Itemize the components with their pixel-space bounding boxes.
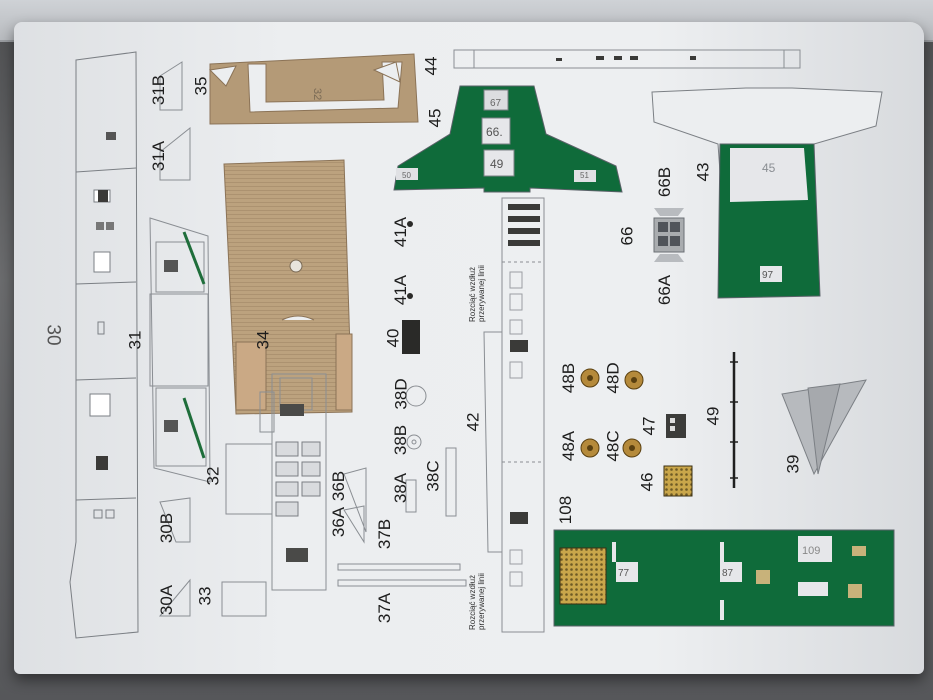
label-66B: 66B bbox=[655, 166, 675, 198]
part-38C bbox=[445, 447, 457, 517]
part-46 bbox=[663, 465, 693, 497]
mark-49: 49 bbox=[490, 157, 504, 171]
label-38D: 38D bbox=[391, 378, 411, 410]
part-32-bridge bbox=[225, 373, 327, 591]
label-39: 39 bbox=[783, 454, 803, 474]
label-38A: 38A bbox=[391, 472, 411, 504]
label-31B: 31B bbox=[149, 74, 169, 106]
part-42-strip bbox=[483, 197, 545, 633]
label-35: 35 bbox=[191, 76, 211, 96]
mark-50: 50 bbox=[402, 171, 411, 180]
mark-109: 109 bbox=[802, 545, 820, 557]
label-48A: 48A bbox=[559, 430, 579, 462]
grate-panel bbox=[559, 547, 607, 605]
mark-32: 32 bbox=[311, 88, 323, 100]
mark-97: 97 bbox=[762, 270, 774, 281]
cut-note-top: Rozciąć wzdłuż przerywanej linii bbox=[468, 265, 486, 322]
label-37A: 37A bbox=[375, 592, 395, 624]
part-47 bbox=[666, 414, 686, 438]
label-31A: 31A bbox=[149, 140, 169, 172]
label-108: 108 bbox=[556, 495, 576, 525]
label-45: 45 bbox=[425, 108, 445, 128]
parts-artwork: 32 67 66. 49 50 51 45 97 77 87 109 bbox=[69, 49, 895, 639]
part-31B bbox=[159, 61, 183, 111]
label-41A-lower: 41A bbox=[391, 274, 411, 306]
mark-77: 77 bbox=[618, 568, 630, 579]
mark-66: 66. bbox=[486, 125, 503, 139]
part-37B bbox=[337, 563, 461, 571]
part-31-superstructure bbox=[149, 217, 211, 483]
label-40: 40 bbox=[383, 328, 403, 348]
part-30B bbox=[159, 497, 191, 543]
label-42: 42 bbox=[463, 412, 483, 432]
label-47: 47 bbox=[639, 416, 659, 436]
label-38B: 38B bbox=[391, 424, 411, 456]
label-32: 32 bbox=[203, 466, 223, 486]
part-38A bbox=[405, 479, 417, 513]
part-38B bbox=[406, 434, 422, 450]
part-30A bbox=[158, 578, 191, 617]
mark-45: 45 bbox=[762, 161, 776, 175]
model-sheet: 32 67 66. 49 50 51 45 97 77 87 109 30 30… bbox=[14, 22, 924, 674]
part-37A bbox=[337, 579, 467, 587]
label-30: 30 bbox=[42, 324, 64, 346]
label-43: 43 bbox=[693, 162, 713, 182]
label-37B: 37B bbox=[375, 518, 395, 550]
part-41A-lower bbox=[407, 293, 413, 299]
part-36B bbox=[343, 467, 367, 533]
label-36B: 36B bbox=[329, 470, 349, 502]
label-66: 66 bbox=[617, 226, 637, 246]
part-31A bbox=[159, 126, 191, 181]
mark-67: 67 bbox=[490, 98, 502, 109]
label-48C: 48C bbox=[603, 430, 623, 462]
part-40 bbox=[402, 320, 420, 354]
part-36A bbox=[343, 505, 365, 544]
label-30B: 30B bbox=[157, 512, 177, 544]
part-44-strip bbox=[453, 49, 801, 69]
cut-note-bottom: Rozciąć wzdłuż przerywanej linii bbox=[468, 573, 486, 630]
label-41A-upper: 41A bbox=[391, 216, 411, 248]
label-48B: 48B bbox=[559, 362, 579, 394]
label-48D: 48D bbox=[603, 362, 623, 394]
label-44: 44 bbox=[421, 56, 441, 76]
label-36A: 36A bbox=[329, 506, 349, 538]
label-31: 31 bbox=[125, 330, 145, 350]
porthole-dark bbox=[98, 190, 108, 202]
label-34: 34 bbox=[253, 330, 273, 350]
label-38C: 38C bbox=[423, 460, 443, 492]
label-30A: 30A bbox=[157, 584, 177, 616]
label-33: 33 bbox=[195, 586, 215, 606]
label-66A: 66A bbox=[655, 274, 675, 306]
mark-51: 51 bbox=[580, 171, 589, 180]
label-49: 49 bbox=[703, 406, 723, 426]
label-46: 46 bbox=[637, 472, 657, 492]
part-41A-upper bbox=[407, 221, 413, 227]
part-33 bbox=[221, 581, 267, 617]
mark-87: 87 bbox=[722, 568, 734, 579]
part-38D bbox=[405, 385, 427, 407]
